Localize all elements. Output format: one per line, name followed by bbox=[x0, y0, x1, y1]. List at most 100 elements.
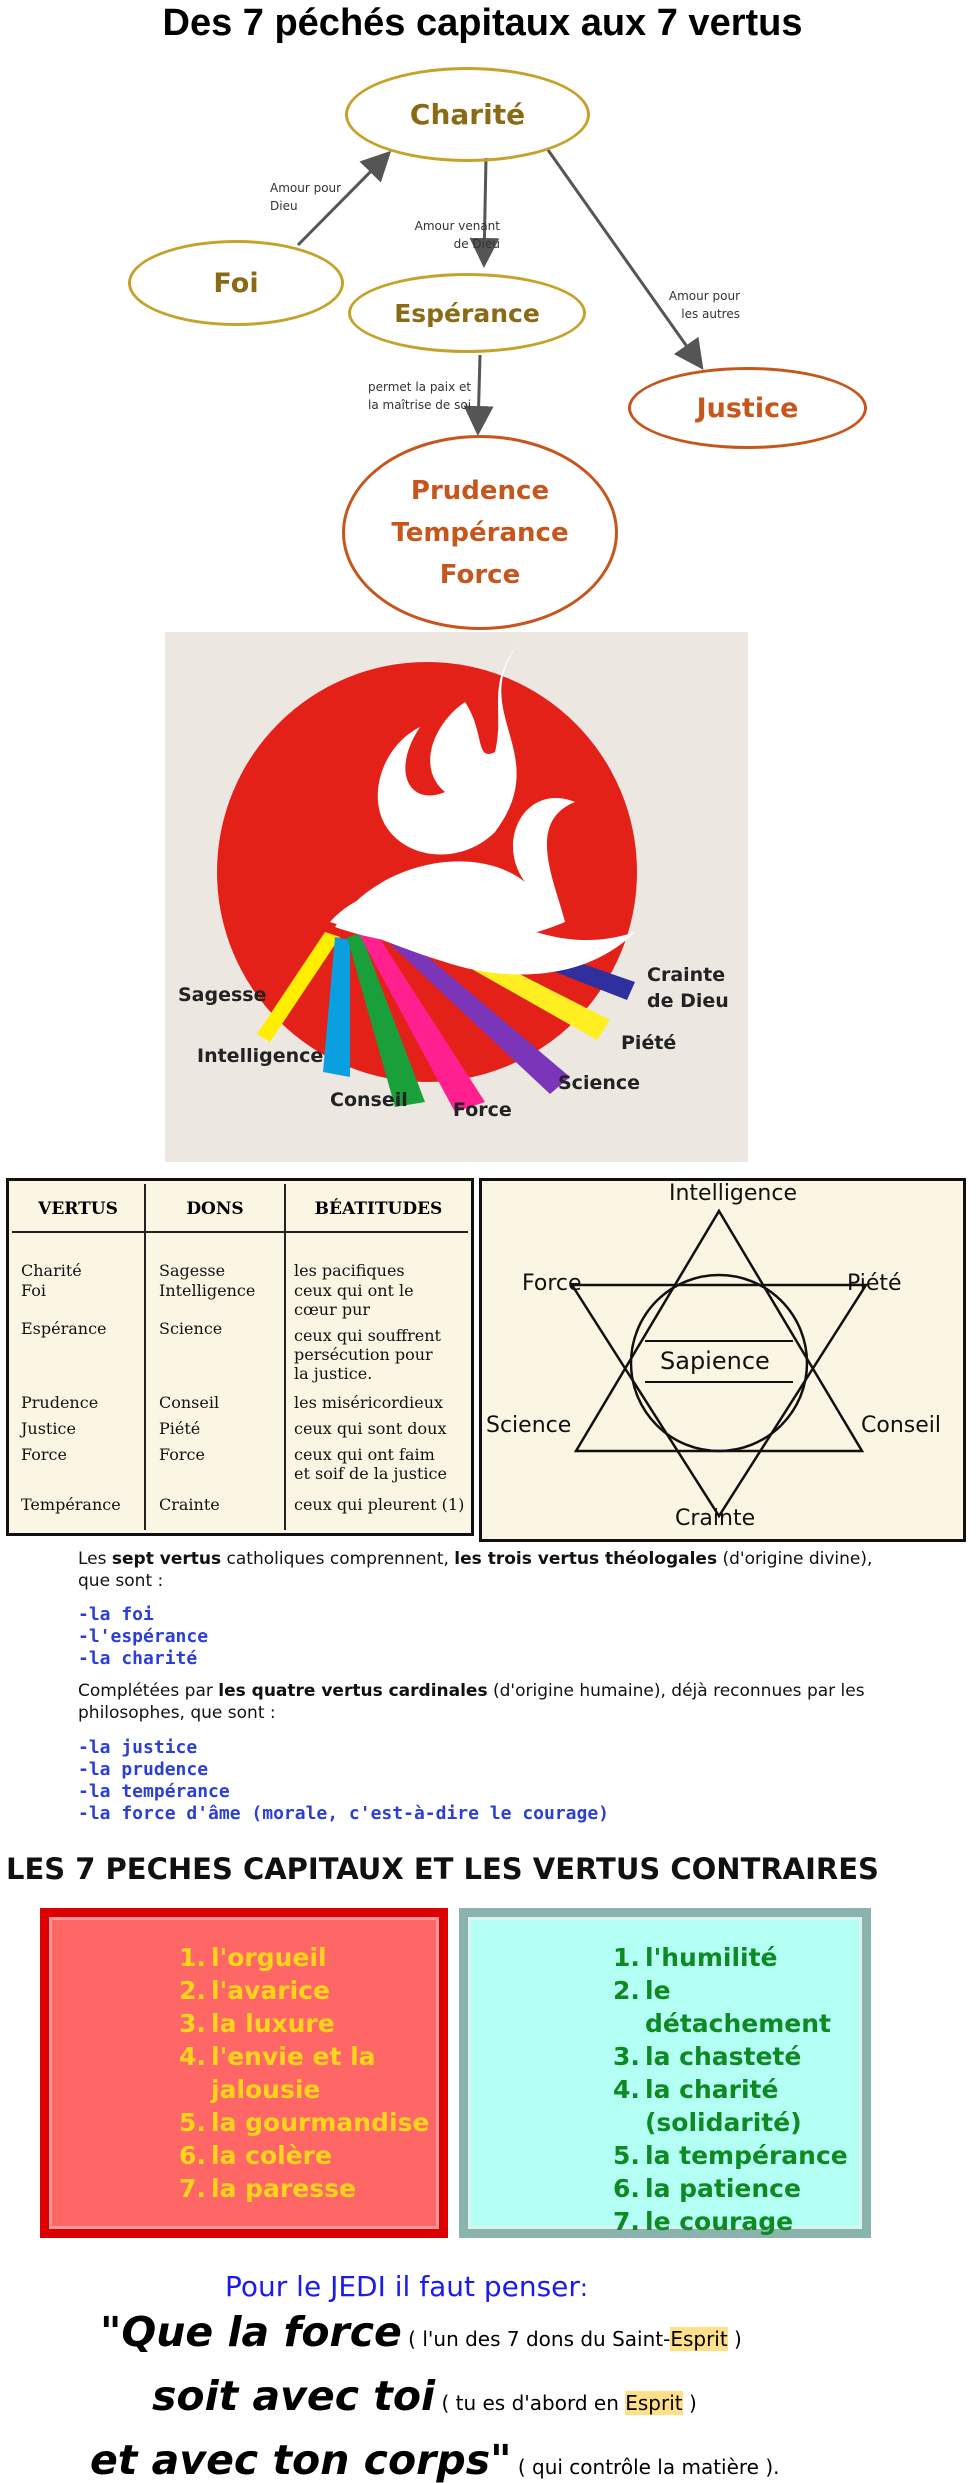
list-item: 7.la paresse bbox=[179, 2174, 356, 2203]
table-cell-vertu: Prudence bbox=[21, 1393, 99, 1412]
table-cell-don: Intelligence bbox=[159, 1281, 256, 1300]
table-cell-beatitude: les miséricordieux bbox=[294, 1393, 444, 1412]
table-cell-vertu: Espérance bbox=[21, 1319, 107, 1338]
table-cell-don: Crainte bbox=[159, 1495, 220, 1514]
table-header-rule bbox=[12, 1231, 468, 1233]
list-item: 3.la chasteté bbox=[613, 2042, 802, 2071]
arrow-charite-justice bbox=[546, 149, 704, 370]
arrow-esperance-bottom bbox=[463, 354, 494, 436]
table-cell-beatitude: ceux qui sont doux bbox=[294, 1419, 447, 1438]
list-item: -la force d'âme (morale, c'est-à-dire le… bbox=[78, 1803, 610, 1824]
arrow-foi-charite bbox=[296, 150, 392, 247]
table-col-divider bbox=[284, 1184, 286, 1530]
page-title: Des 7 péchés capitaux aux 7 vertus bbox=[162, 2, 803, 44]
table-cell-don: Piété bbox=[159, 1419, 201, 1438]
table-cell-vertu: Foi bbox=[21, 1281, 46, 1300]
star-label-bottom: Crainte bbox=[675, 1506, 756, 1531]
table-cell-don: Sagesse bbox=[159, 1261, 226, 1280]
ray-conseil bbox=[347, 934, 425, 1107]
table-cell-vertu: Force bbox=[21, 1445, 67, 1464]
list-item: 5.la gourmandise bbox=[179, 2108, 430, 2137]
holy-spirit-gifts-image: Sagesse Intelligence Conseil Force Scien… bbox=[165, 632, 748, 1162]
jedi-intro: Pour le JEDI il faut penser: bbox=[225, 2270, 589, 2303]
gift-crainte: Crainte de Dieu bbox=[647, 964, 729, 1012]
section-heading: LES 7 PECHES CAPITAUX ET LES VERTUS CONT… bbox=[6, 1852, 879, 1886]
table-cell-vertu: Charité bbox=[21, 1261, 82, 1280]
star-triangle-down bbox=[569, 1283, 869, 1519]
ray-sagesse bbox=[257, 932, 340, 1042]
sapience-star-diagram: Intelligence Force Piété Sapience Scienc… bbox=[479, 1178, 966, 1542]
table-cell-beatitude: ceux qui pleurent (1) bbox=[294, 1495, 465, 1514]
list-item: 1.l'humilité bbox=[613, 1943, 778, 1972]
dove-body bbox=[335, 798, 575, 946]
quote-line-3: et avec ton corps" ( qui contrôle la mat… bbox=[90, 2436, 780, 2483]
table-cell-vertu: Tempérance bbox=[21, 1495, 121, 1514]
star-label-left-top: Force bbox=[522, 1271, 582, 1296]
quote-line-1: "Que la force ( l'un des 7 dons du Saint… bbox=[100, 2308, 742, 2356]
edge-label-charite-esperance: Amour venant de Dieu bbox=[414, 219, 500, 251]
list-cardinal-virtues: -la justice -la prudence -la tempérance … bbox=[78, 1737, 609, 1825]
node-prudence-temperance-force: Prudence Tempérance Force bbox=[342, 435, 618, 630]
gift-force: Force bbox=[453, 1099, 512, 1121]
table-cell-vertu: Justice bbox=[21, 1419, 76, 1438]
node-charite: Charité bbox=[345, 67, 590, 162]
table-cell-beatitude: ceux qui ont le cœur pur bbox=[294, 1281, 414, 1319]
star-label-left-bottom: Science bbox=[486, 1413, 572, 1438]
ray-science bbox=[370, 919, 570, 1094]
hexagram bbox=[569, 1208, 869, 1519]
star-label-top: Intelligence bbox=[669, 1181, 798, 1206]
table-header-beatitudes: BÉATITUDES bbox=[314, 1199, 443, 1219]
diagram-arrows bbox=[296, 149, 704, 436]
node-prudence: Prudence bbox=[410, 475, 550, 506]
node-foi: Foi bbox=[128, 240, 344, 326]
edge-label-esperance-bottom: permet la paix et la maîtrise de soi bbox=[368, 380, 472, 412]
list-item: 4.la charité (solidarité) bbox=[613, 2075, 802, 2137]
table-cell-don: Science bbox=[159, 1319, 223, 1338]
gift-conseil: Conseil bbox=[330, 1089, 408, 1111]
list-item: 7.le courage bbox=[613, 2207, 794, 2236]
paragraph-theological: Les sept vertus catholiques comprennent,… bbox=[78, 1549, 873, 1591]
table-cell-beatitude: ceux qui ont faim et soif de la justice bbox=[294, 1445, 447, 1483]
virtue-diagram: Charité Foi Espérance Justice Prudence T… bbox=[0, 55, 976, 630]
node-justice: Justice bbox=[628, 367, 867, 449]
list-item: 1.l'orgueil bbox=[179, 1943, 327, 1972]
list-item: 2.l'avarice bbox=[179, 1976, 330, 2005]
gift-piete: Piété bbox=[621, 1032, 677, 1054]
edge-label-foi-charite: Amour pour Dieu bbox=[270, 181, 342, 213]
table-cell-don: Conseil bbox=[159, 1393, 220, 1412]
table-col-divider bbox=[144, 1184, 146, 1530]
edge-label-charite-justice: Amour pour les autres bbox=[668, 289, 740, 321]
list-item: 2.le détachement bbox=[613, 1976, 831, 2038]
list-item: 4.l'envie et la jalousie bbox=[179, 2042, 376, 2104]
star-label-right-top: Piété bbox=[847, 1271, 902, 1296]
arrow-charite-esperance bbox=[469, 157, 500, 268]
gift-science: Science bbox=[558, 1072, 641, 1094]
dove-illustration bbox=[217, 642, 637, 1112]
capital-sins-box: 1.l'orgueil 2.l'avarice 3.la luxure 4.l'… bbox=[40, 1908, 448, 2238]
list-item: -la charité bbox=[78, 1648, 198, 1669]
virtues-gifts-beatitudes-table: VERTUS DONS BÉATITUDES Charité Sagesse l… bbox=[6, 1178, 474, 1536]
list-item: -la justice bbox=[78, 1737, 198, 1758]
table-header-vertus: VERTUS bbox=[38, 1199, 118, 1219]
table-cell-beatitude: ceux qui souffrent persécution pour la j… bbox=[294, 1326, 441, 1383]
list-item: -la prudence bbox=[78, 1759, 209, 1780]
list-item: -la tempérance bbox=[78, 1781, 230, 1802]
list-item: -l'espérance bbox=[78, 1626, 209, 1647]
table-header-dons: DONS bbox=[186, 1199, 244, 1219]
node-esperance: Espérance bbox=[348, 273, 586, 353]
list-item: 6.la patience bbox=[613, 2174, 801, 2203]
star-label-right-bottom: Conseil bbox=[861, 1413, 941, 1438]
table-cell-beatitude: les pacifiques bbox=[294, 1261, 405, 1280]
star-triangle-up bbox=[573, 1208, 865, 1453]
list-theological-virtues: -la foi -l'espérance -la charité bbox=[78, 1604, 208, 1670]
list-item: -la foi bbox=[78, 1604, 154, 1625]
quote-line-2: soit avec toi ( tu es d'abord en Esprit … bbox=[152, 2372, 697, 2420]
table-cell-don: Force bbox=[159, 1445, 205, 1464]
list-item: 3.la luxure bbox=[179, 2009, 335, 2038]
list-item: 5.la tempérance bbox=[613, 2141, 848, 2170]
ray-force bbox=[358, 928, 485, 1112]
paragraph-cardinal: Complétées par les quatre vertus cardina… bbox=[78, 1681, 865, 1723]
node-force: Force bbox=[439, 559, 521, 590]
star-label-center: Sapience bbox=[660, 1347, 770, 1375]
gift-sagesse: Sagesse bbox=[178, 984, 267, 1006]
